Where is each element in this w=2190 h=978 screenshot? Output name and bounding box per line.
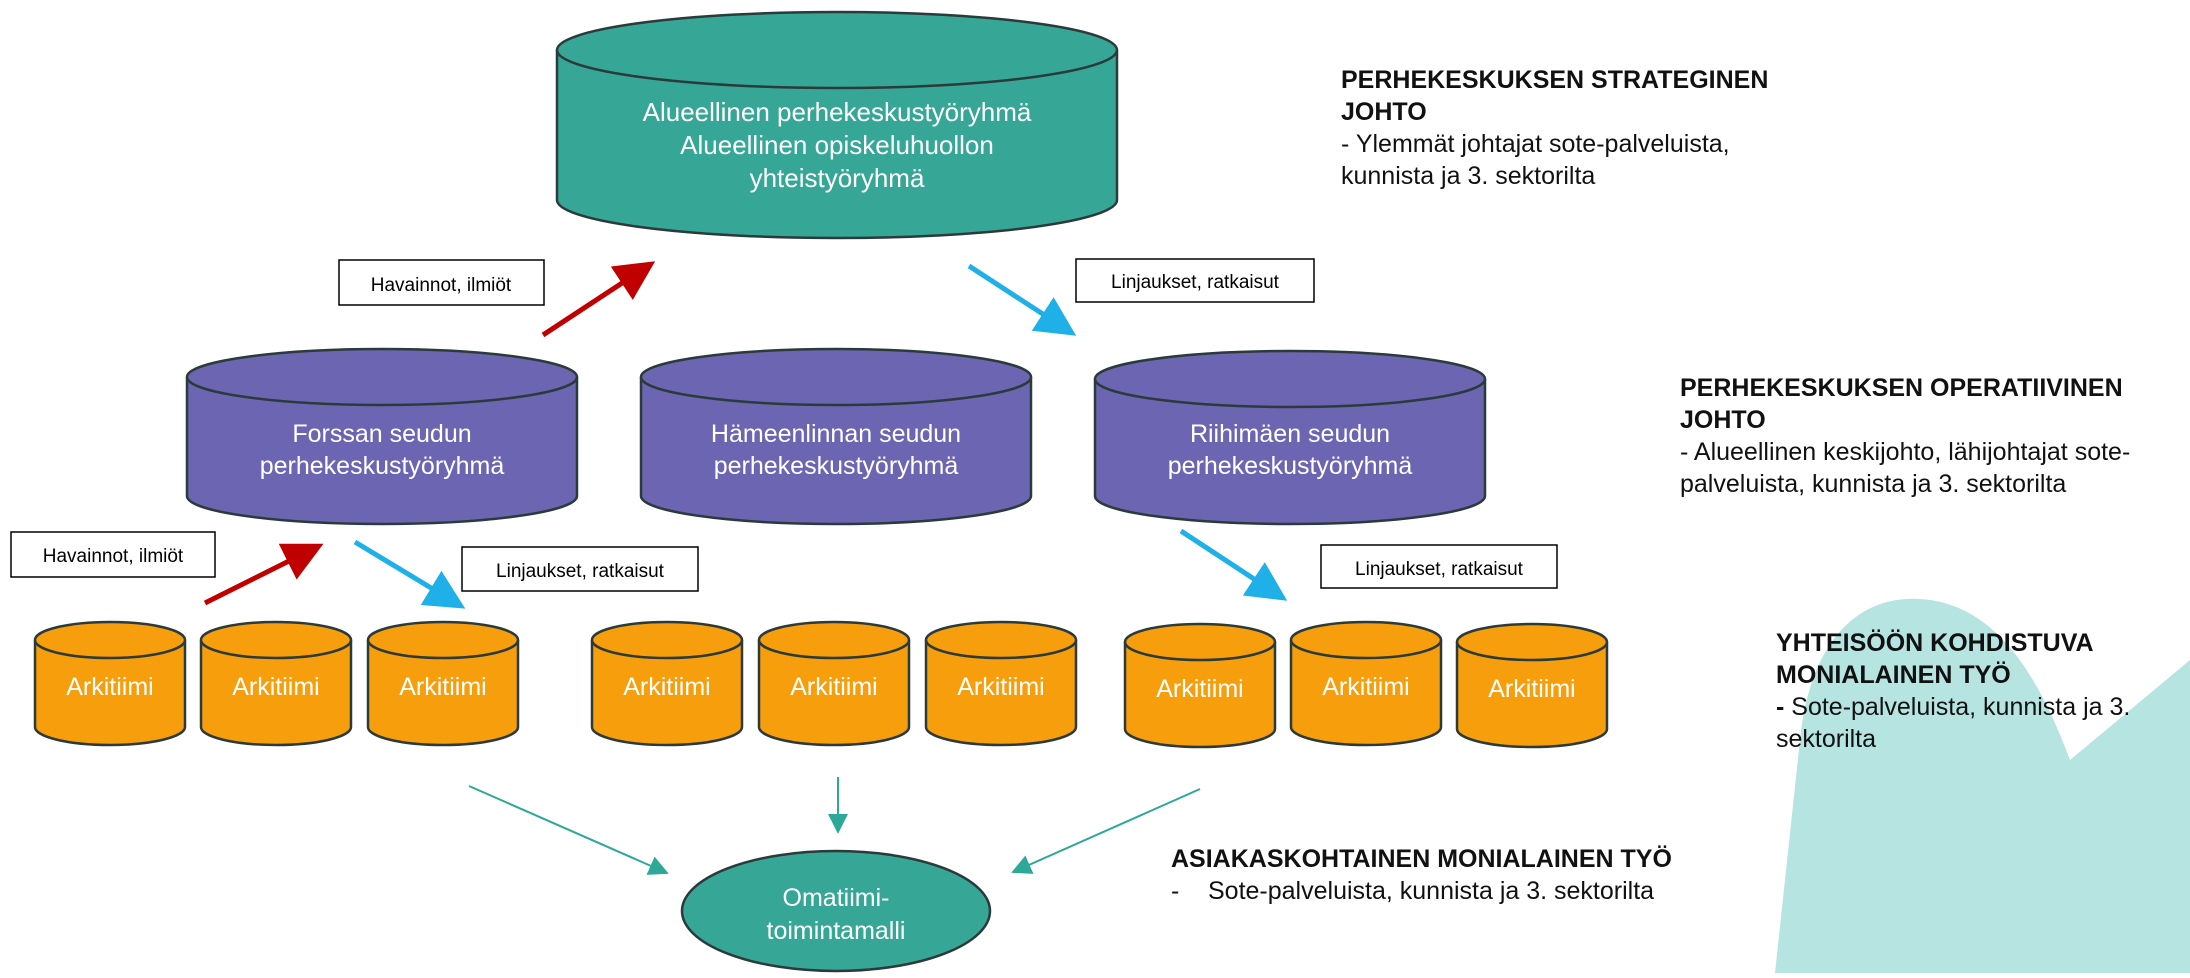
arkitiimi-label: Arkitiimi [1488,675,1576,703]
background-heart-shape [1775,598,2190,973]
arrow-linjaukset-riihimaki [1179,528,1288,601]
label-havainnot-top: Havainnot, ilmiöt [338,259,545,306]
region-hameenlinna-line1: Hämeenlinnan seudun [711,420,961,448]
omatiimi-line2: toimintamalli [767,917,906,945]
arkitiimi-label: Arkitiimi [66,673,154,701]
arkitiimi-cylinder-9: Arkitiimi [1455,622,1609,749]
side-operative: PERHEKESKUKSEN OPERATIIVINEN JOHTO - Alu… [1680,372,2185,500]
operative-body-2: palveluista, kunnista ja 3. sektorilta [1680,470,2067,498]
operative-body-1: - Alueellinen keskijohto, lähijohtajat s… [1680,438,2131,466]
arkitiimi-label: Arkitiimi [399,673,487,701]
community-title-2: MONIALAINEN TYÖ [1776,661,2011,689]
svg-text:Linjaukset, ratkaisut: Linjaukset, ratkaisut [1355,559,1524,580]
operative-title-1: PERHEKESKUKSEN OPERATIIVINEN [1680,374,2123,402]
arkitiimi-label: Arkitiimi [623,673,711,701]
omatiimi-line1: Omatiimi- [783,884,890,912]
side-strategic: PERHEKESKUKSEN STRATEGINEN JOHTO - Ylemm… [1341,64,1901,192]
region-cylinder-hameenlinna: Hämeenlinnan seudun perhekeskustyöryhmä [639,347,1033,526]
arrow-havainnot-top [541,261,656,338]
arkitiimi-label: Arkitiimi [232,673,320,701]
arrow-to-omatiimi-left [468,785,669,875]
omatiimi-ellipse: Omatiimi- toimintamalli [680,849,992,973]
svg-text:Havainnot, ilmiöt: Havainnot, ilmiöt [43,546,184,567]
community-title-1: YHTEISÖÖN KOHDISTUVA [1776,629,2094,657]
arkitiimi-cylinder-6: Arkitiimi [924,620,1078,747]
label-linjaukset-forssa: Linjaukset, ratkaisut [461,546,699,592]
top-line2: Alueellinen opiskeluhuollon [680,130,994,160]
region-forssa-line2: perhekeskustyöryhmä [260,452,505,480]
side-client: ASIAKASKOHTAINEN MONIALAINEN TYÖ -Sote-p… [1171,843,1791,907]
arkitiimi-label: Arkitiimi [1156,675,1244,703]
arrow-to-omatiimi-right [1011,788,1201,874]
strategic-title-1: PERHEKESKUKSEN STRATEGINEN [1341,66,1769,94]
community-body-2: sektorilta [1776,725,1877,753]
arkitiimi-cylinder-3: Arkitiimi [366,620,520,747]
region-hameenlinna-line2: perhekeskustyöryhmä [714,452,959,480]
label-linjaukset-riihimaki: Linjaukset, ratkaisut [1320,544,1558,589]
arrow-havainnot-forssa [203,543,324,606]
arkitiimi-label: Arkitiimi [790,673,878,701]
svg-text:Linjaukset, ratkaisut: Linjaukset, ratkaisut [1111,272,1280,293]
client-title: ASIAKASKOHTAINEN MONIALAINEN TYÖ [1171,845,1672,873]
arrow-linjaukset-forssa [353,539,466,609]
region-forssa-line1: Forssan seudun [292,420,471,448]
arkitiimi-cylinder-1: Arkitiimi [33,620,187,747]
region-cylinder-riihimaki: Riihimäen seudun perhekeskustyöryhmä [1093,349,1487,526]
arkitiimi-label: Arkitiimi [957,673,1045,701]
arkitiimi-cylinder-5: Arkitiimi [757,620,911,747]
svg-text:Linjaukset, ratkaisut: Linjaukset, ratkaisut [496,561,665,582]
label-linjaukset-top: Linjaukset, ratkaisut [1075,258,1315,303]
arkitiimi-cylinder-2: Arkitiimi [199,620,353,747]
arrow-linjaukset-top [967,263,1077,336]
strategic-body-1: - Ylemmät johtajat sote-palveluista, [1341,130,1730,158]
community-body-1: - Sote-palveluista, kunnista ja 3. [1776,693,2131,721]
label-havainnot-forssa: Havainnot, ilmiöt [10,531,216,578]
arkitiimi-label: Arkitiimi [1322,673,1410,701]
top-cylinder: Alueellinen perhekeskustyöryhmä Alueelli… [555,10,1119,240]
operative-title-2: JOHTO [1680,406,1766,434]
region-cylinder-forssa: Forssan seudun perhekeskustyöryhmä [185,347,579,526]
arkitiimi-cylinder-4: Arkitiimi [590,620,744,747]
client-body: -Sote-palveluista, kunnista ja 3. sektor… [1171,877,1655,905]
top-line1: Alueellinen perhekeskustyöryhmä [643,97,1032,127]
svg-text:Havainnot, ilmiöt: Havainnot, ilmiöt [371,275,512,296]
top-line3: yhteistyöryhmä [750,163,925,193]
arkitiimi-group: Arkitiimi Arkitiimi Arkitiimi Arkitiimi Arki… [33,620,1609,749]
region-riihimaki-line2: perhekeskustyöryhmä [1168,452,1413,480]
strategic-title-2: JOHTO [1341,98,1427,126]
arkitiimi-cylinder-8: Arkitiimi [1289,620,1443,747]
side-community: YHTEISÖÖN KOHDISTUVA MONIALAINEN TYÖ - S… [1776,627,2186,755]
arkitiimi-cylinder-7: Arkitiimi [1123,622,1277,749]
region-riihimaki-line1: Riihimäen seudun [1190,420,1390,448]
strategic-body-2: kunnista ja 3. sektorilta [1341,162,1596,190]
